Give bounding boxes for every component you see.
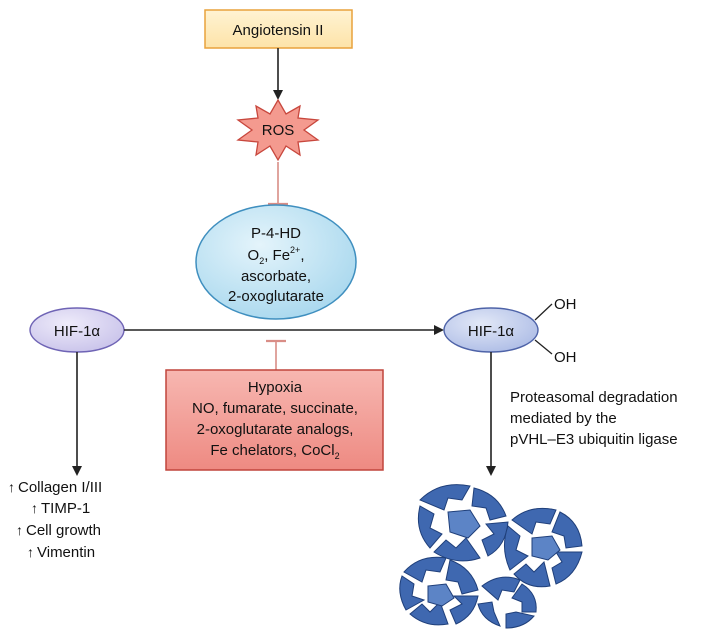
degradation-line: Proteasomal degradation [510,389,678,406]
hypoxia-line3: Fe chelators, CoCl2 [210,442,339,461]
up-arrow-icon: ↑ [27,544,34,560]
up-arrow-icon: ↑ [8,479,15,495]
angiotensin-label: Angiotensin II [233,22,324,39]
degradation-line: pVHL–E3 ubiquitin ligase [510,431,678,448]
ros-label: ROS [262,122,295,139]
up-arrow-icon: ↑ [16,522,23,538]
hif-right-node: HIF-1α OH OH [443,296,577,366]
ros-node: ROS [236,98,320,162]
ros-starburst [236,98,320,162]
p4hd-oxoglutarate: 2-oxoglutarate [228,288,324,305]
hif-right-label: HIF-1α [468,323,515,340]
effect-label: TIMP-1 [41,500,90,517]
hypoxia-box [165,369,384,471]
hypoxia-node: Hypoxia NO, fumarate, succinate, 2-oxogl… [165,369,384,471]
p4hd-ellipse [195,204,357,320]
degradation-caption: Proteasomal degradation mediated by the … [510,389,678,448]
effect-label: Collagen I/III [18,479,102,496]
effect-label: Cell growth [26,522,101,539]
degradation-line: mediated by the [510,410,617,427]
p4hd-ascorbate: ascorbate, [241,268,311,285]
p4hd-node: P-4-HD O2, Fe2+, ascorbate, 2-oxoglutara… [195,204,357,320]
hypoxia-title: Hypoxia [248,379,303,396]
angiotensin-node: Angiotensin II [204,9,353,49]
inhibition-hypoxia [266,339,286,370]
effect-item: ↑ TIMP-1 [31,500,90,517]
effects-list: ↑ Collagen I/III ↑ TIMP-1 ↑ Cell growth … [8,479,102,561]
p4hd-title: P-4-HD [251,225,301,242]
p4hd-cofactors: O2, Fe2+, [248,245,305,266]
oh-bottom-label: OH [554,349,577,366]
fragment-cluster [477,576,537,629]
fragment-cluster [417,484,509,562]
hif-left-label: HIF-1α [54,323,101,340]
proteasome-fragments-icon [399,484,583,629]
effect-item: ↑ Cell growth [16,522,101,539]
effect-item: ↑ Collagen I/III [8,479,102,496]
hypoxia-line2: 2-oxoglutarate analogs, [197,421,354,438]
effect-label: Vimentin [37,544,95,561]
oh-bond-bottom [534,339,553,355]
effect-item: ↑ Vimentin [27,544,95,561]
fragment-cluster [504,507,583,588]
oh-bond-top [534,303,553,321]
hif-left-node: HIF-1α [29,307,125,353]
oh-top-label: OH [554,296,577,313]
fragment-cluster [399,556,479,626]
inhibition-ros-to-p4hd [268,162,288,206]
up-arrow-icon: ↑ [31,500,38,516]
hypoxia-line1: NO, fumarate, succinate, [192,400,358,417]
angiotensin-box [204,9,353,49]
